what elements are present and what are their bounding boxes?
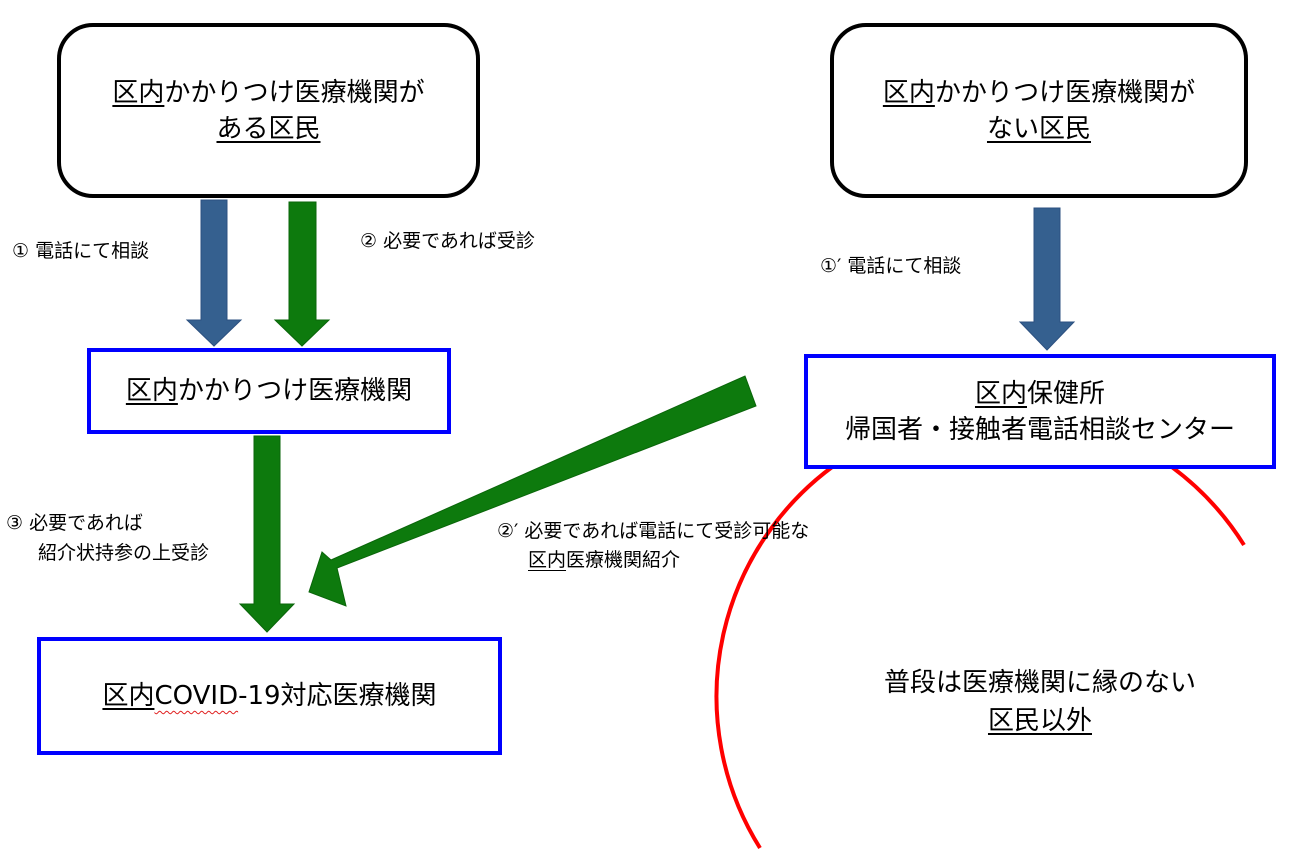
box-health-center-line1: 区内保健所 xyxy=(975,376,1105,412)
circle-text-line2: 区民以外 xyxy=(810,702,1270,740)
label-step1-prime: ①′ 電話にて相談 xyxy=(820,255,962,277)
ward-text: 区内 xyxy=(102,681,155,711)
ward-text: 区内 xyxy=(125,376,178,406)
ward-text: 区内 xyxy=(974,378,1027,409)
label-step3-line1: ③ 必要であれば xyxy=(6,512,143,534)
label-step1: ① 電話にて相談 xyxy=(12,240,150,262)
arrow-step1-prime xyxy=(1018,207,1076,351)
box-text: 保健所 xyxy=(1027,378,1106,409)
box-no-clinic-residents: 区内かかりつけ医療機関が ない区民 xyxy=(830,23,1248,198)
arrow-step2-prime xyxy=(308,375,757,607)
box-no-clinic-residents-line1: 区内かかりつけ医療機関が xyxy=(883,75,1195,111)
box-family-clinic-line: 区内かかりつけ医療機関 xyxy=(126,373,412,409)
box-text: かかりつけ医療機関が xyxy=(164,77,425,108)
circle-text-line1: 普段は医療機関に縁のない xyxy=(883,668,1196,698)
box-family-clinic: 区内かかりつけ医療機関 xyxy=(87,348,451,434)
label-step2-prime-line1: ②′ 必要であれば電話にて受診可能な xyxy=(497,520,810,542)
label-step2-prime-line2: 区内医療機関紹介 xyxy=(528,547,680,573)
label-text: 医療機関紹介 xyxy=(566,549,681,571)
arrow-step2 xyxy=(273,201,331,347)
red-arc xyxy=(714,409,1246,850)
ward-text: 区内 xyxy=(882,77,935,108)
covid-text: COVID xyxy=(154,681,239,711)
box-text: かかりつけ医療機関が xyxy=(934,77,1196,108)
residents-text: ない区民 xyxy=(986,113,1091,144)
non-residents-text: 区民以外 xyxy=(987,706,1092,736)
arrow-step1 xyxy=(185,199,243,347)
label-step2: ② 必要であれば受診 xyxy=(360,230,535,252)
box-health-center-line2: 帰国者・接触者電話相談センター xyxy=(844,414,1235,445)
box-covid-hospital: 区内COVID-19対応医療機関 xyxy=(37,637,502,755)
ward-text: 区内 xyxy=(528,549,567,571)
box-health-center: 区内保健所 帰国者・接触者電話相談センター xyxy=(804,354,1276,469)
box-clinic-residents-line1: 区内かかりつけ医療機関が xyxy=(112,75,424,111)
residents-text: ある区民 xyxy=(216,113,321,144)
arrow-step3 xyxy=(238,435,296,633)
box-no-clinic-residents-line2: ない区民 xyxy=(987,111,1091,147)
label-step3-line2: 紹介状持参の上受診 xyxy=(38,542,210,564)
box-text: かかりつけ医療機関 xyxy=(177,376,413,406)
circle-text: 普段は医療機関に縁のない 区民以外 xyxy=(810,664,1270,740)
box-clinic-residents: 区内かかりつけ医療機関が ある区民 xyxy=(57,23,480,198)
box-clinic-residents-line2: ある区民 xyxy=(216,111,320,147)
ward-text: 区内 xyxy=(112,77,165,108)
box-covid-hospital-line: 区内COVID-19対応医療機関 xyxy=(102,678,436,714)
box-text: -19対応医療機関 xyxy=(238,681,437,711)
